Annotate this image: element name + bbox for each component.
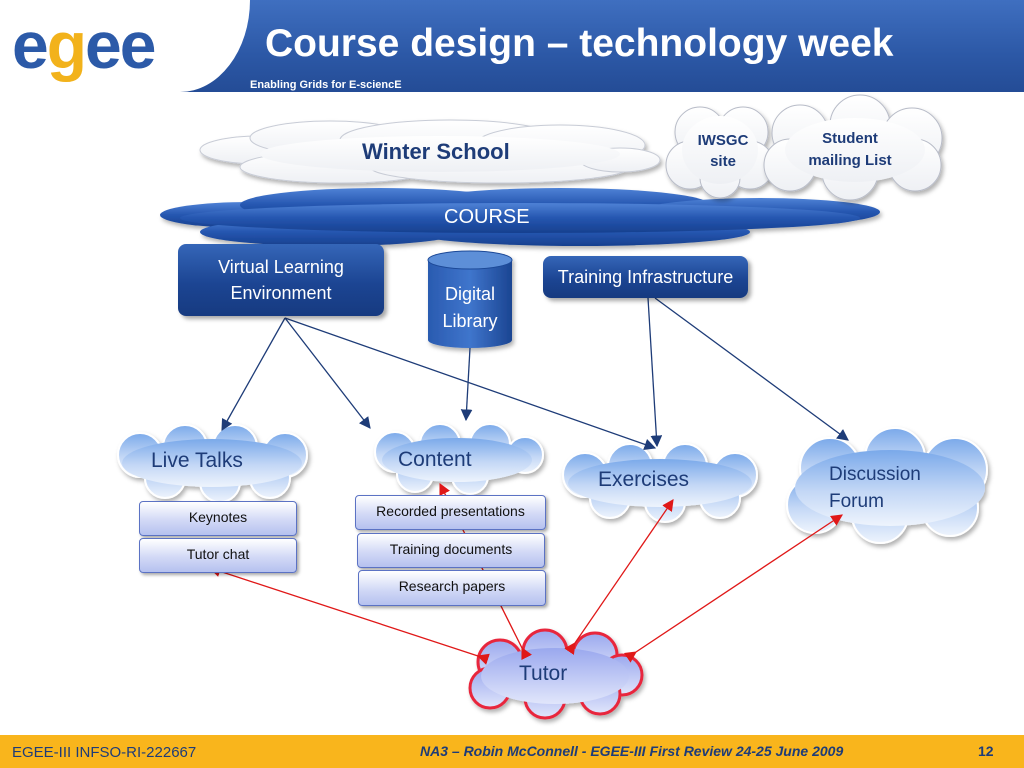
blue-connectors (221, 297, 849, 451)
logo-area: egee (0, 0, 250, 92)
exercises-label: Exercises (598, 468, 690, 491)
keynotes-box: Keynotes (139, 501, 297, 536)
research-papers-box: Research papers (358, 570, 546, 606)
vle-box: Virtual Learning Environment (178, 244, 384, 316)
tutor-label: Tutor (519, 662, 568, 685)
iwsgc-line2: site (710, 153, 736, 170)
training-infrastructure-box: Training Infrastructure (543, 256, 748, 298)
content-cloud (374, 423, 544, 495)
live-talks-cloud (117, 424, 308, 503)
recorded-label: Recorded presentations (376, 503, 525, 519)
winter-school-cloud (199, 119, 661, 184)
student-line1: Student (822, 130, 878, 147)
iwsgc-cloud (665, 106, 775, 199)
student-mailing-cloud (763, 94, 943, 201)
footer-project-id: EGEE-III INFSO-RI-222667 (12, 744, 197, 761)
discussion-line1: Discussion (829, 464, 921, 485)
course-cloud (160, 188, 880, 246)
tutor-chat-box: Tutor chat (139, 538, 297, 573)
slide-title: Course design – technology week (265, 22, 894, 65)
exercises-cloud (562, 443, 758, 523)
iwsgc-line1: IWSGC (697, 132, 749, 149)
footer-bar (0, 735, 1024, 768)
egee-logo: egee (12, 8, 156, 82)
page-number: 12 (978, 743, 994, 759)
training-documents-box: Training documents (357, 533, 545, 568)
digital-library-cylinder (427, 250, 513, 348)
winter-school-label: Winter School (362, 139, 510, 164)
slide-subtitle: Enabling Grids for E-sciencE (250, 79, 402, 91)
tutor-chat-label: Tutor chat (186, 546, 250, 562)
recorded-presentations-box: Recorded presentations (355, 495, 546, 530)
student-line2: mailing List (808, 152, 892, 169)
vle-line2: Environment (230, 283, 332, 303)
iwsgc-label: IWSGC site (690, 130, 756, 172)
course-label: COURSE (444, 206, 530, 228)
discussion-line2: Forum (829, 491, 884, 512)
student-mailing-label: Student mailing List (795, 128, 905, 172)
digital-line2: Library (442, 311, 498, 331)
content-label: Content (398, 448, 472, 471)
research-label: Research papers (398, 578, 506, 594)
live-talks-label: Live Talks (151, 449, 243, 472)
digital-library-label: Digital Library (428, 281, 512, 335)
discussion-forum-label: Discussion Forum (829, 461, 921, 515)
keynotes-label: Keynotes (188, 509, 248, 525)
digital-line1: Digital (444, 284, 496, 304)
footer-presenter: NA3 – Robin McConnell - EGEE-III First R… (420, 743, 844, 759)
training-docs-label: Training documents (389, 541, 513, 557)
training-infra-label: Training Infrastructure (557, 267, 734, 287)
vle-line1: Virtual Learning (218, 257, 344, 277)
